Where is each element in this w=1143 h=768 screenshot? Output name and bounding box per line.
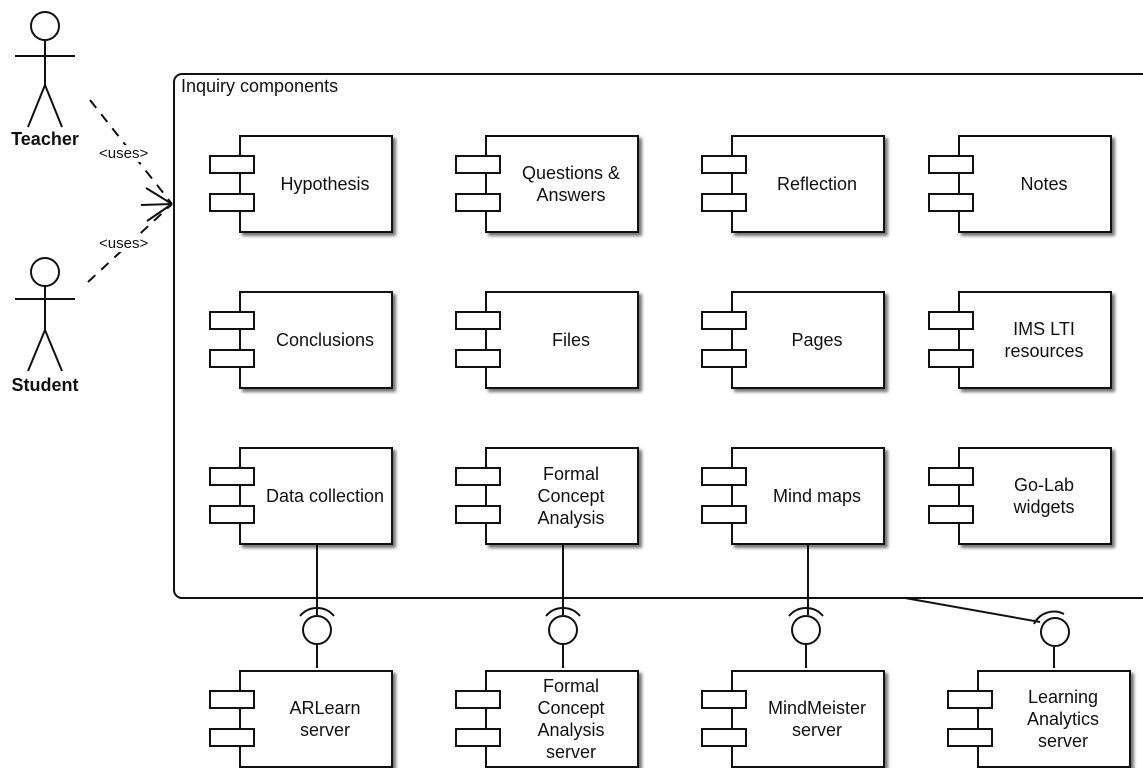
server-arlearn[interactable]: ARLearn server [209,670,393,768]
component-tab-icon [701,193,747,212]
component-tab-icon [455,505,501,524]
component-questions-answers[interactable]: Questions & Answers [455,135,639,233]
student-actor-icon [15,257,75,372]
component-box [239,670,393,768]
component-tab-icon [455,467,501,486]
server-label: Formal Concept Analysis server [537,676,605,762]
component-tab-icon [928,467,974,486]
component-box [958,291,1112,389]
server-label: MindMeister server [767,698,867,740]
component-tab-icon [701,155,747,174]
component-box [958,447,1112,545]
component-box [731,670,885,768]
component-label: Reflection [776,174,858,194]
container-title: Inquiry components [181,76,339,96]
component-tab-icon [947,690,993,709]
component-tab-icon [928,311,974,330]
component-box [958,135,1112,233]
interface-fca-icon [545,606,581,645]
component-box [485,135,639,233]
component-tab-icon [928,349,974,368]
server-formal-concept-analysis[interactable]: Formal Concept Analysis server [455,670,639,768]
component-notes[interactable]: Notes [928,135,1112,233]
server-label: ARLearn server [289,698,361,740]
component-tab-icon [209,193,255,212]
interface-learning-analytics-icon [1033,610,1070,647]
component-label: Files [551,330,590,350]
component-tab-icon [209,467,255,486]
component-pages[interactable]: Pages [701,291,885,389]
interface-arlearn-icon [299,606,335,645]
component-tab-icon [455,311,501,330]
server-label: Learning Analytics server [1026,687,1100,751]
connector-container-learning-analytics [904,597,1041,623]
component-files[interactable]: Files [455,291,639,389]
component-tab-icon [455,155,501,174]
component-label: Formal Concept Analysis [537,464,605,528]
component-box [485,447,639,545]
component-formal-concept-analysis[interactable]: Formal Concept Analysis [455,447,639,545]
component-box [731,135,885,233]
component-label: Conclusions [275,330,375,350]
actor-label-student: Student [11,375,79,395]
component-tab-icon [928,155,974,174]
component-conclusions[interactable]: Conclusions [209,291,393,389]
component-tab-icon [455,349,501,368]
component-tab-icon [701,690,747,709]
component-tab-icon [455,193,501,212]
component-hypothesis[interactable]: Hypothesis [209,135,393,233]
server-learning-analytics[interactable]: Learning Analytics server [947,670,1131,768]
actor-label-teacher: Teacher [11,129,79,149]
component-tab-icon [701,505,747,524]
component-tab-icon [701,311,747,330]
component-tab-icon [701,349,747,368]
component-tab-icon [947,728,993,747]
component-box [731,447,885,545]
component-box [485,291,639,389]
component-tab-icon [209,155,255,174]
component-tab-icon [209,728,255,747]
component-label: Pages [791,330,843,350]
component-box [485,670,639,768]
component-box [239,135,393,233]
component-box [239,291,393,389]
teacher-uses-label: <uses> [98,145,150,162]
component-tab-icon [701,728,747,747]
component-data-collection[interactable]: Data collection [209,447,393,545]
component-tab-icon [209,505,255,524]
server-mindmeister[interactable]: MindMeister server [701,670,885,768]
interface-connectors [316,544,1055,668]
component-label: Notes [1020,174,1068,194]
component-ims-lti-resources[interactable]: IMS LTI resources [928,291,1112,389]
interface-mindmeister-icon [788,606,824,645]
component-tab-icon [209,690,255,709]
component-tab-icon [928,193,974,212]
component-tab-icon [209,311,255,330]
component-tab-icon [455,690,501,709]
teacher-actor-icon [15,11,75,128]
component-tab-icon [455,728,501,747]
component-tab-icon [701,467,747,486]
uses-arrowhead-icon [140,187,173,222]
component-mind-maps[interactable]: Mind maps [701,447,885,545]
component-tab-icon [209,349,255,368]
inquiry-components-container [173,73,1143,599]
component-reflection[interactable]: Reflection [701,135,885,233]
student-uses-label: <uses> [98,235,150,252]
component-box [239,447,393,545]
component-label: Go-Lab widgets [1013,475,1075,517]
component-label: Mind maps [772,486,862,506]
component-box [731,291,885,389]
component-label: Questions & Answers [521,163,621,205]
component-box [977,670,1131,768]
component-tab-icon [928,505,974,524]
component-label: Hypothesis [280,174,370,194]
teacher-uses-dependency [89,99,173,205]
component-go-lab-widgets[interactable]: Go-Lab widgets [928,447,1112,545]
component-label: IMS LTI resources [1004,319,1084,361]
component-label: Data collection [265,486,385,506]
